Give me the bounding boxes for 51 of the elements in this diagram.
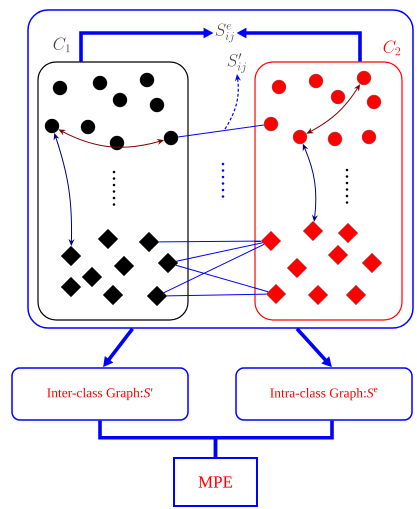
graph-box: Inter-class Graph:S′ [11,367,189,421]
connector-line [166,294,266,296]
diamond-marker [286,258,308,278]
graph-box: Intra-class Graph:S$^{e}$ [235,367,413,421]
dot-marker [272,80,286,94]
formula-label: $S^{e}_{ij}$ [216,23,234,42]
dot-marker [264,116,278,132]
panel-box [27,9,414,329]
dot-marker [328,132,342,146]
formula-label: $S'_{ij}$ [228,53,246,73]
diamond-marker [302,220,324,242]
connector-line [178,124,264,138]
connector-line [158,240,262,242]
connector-line [163,244,265,294]
diamond-marker [102,284,124,306]
dot-marker [366,94,382,110]
dot-marker [80,120,96,134]
cluster-label: $C_2$ [384,40,400,56]
dot-marker [110,136,124,150]
diamond-marker [158,252,178,274]
dot-marker [330,90,346,104]
dot-marker [140,72,154,88]
diamond-marker [82,266,102,288]
diamond-marker [328,244,348,266]
diamond-marker [98,228,118,250]
connector-line [176,242,264,262]
diamond-marker [138,232,160,252]
dot-marker [52,80,68,96]
dot-marker [308,74,324,88]
dot-marker [164,130,178,146]
dot-marker [362,130,376,144]
diamond-marker [308,284,328,306]
diamond-marker [60,276,82,298]
diamond-marker [260,230,282,252]
diamond-marker [338,222,358,244]
diamond-marker [346,284,366,306]
dot-marker [150,98,164,112]
dot-marker [92,76,108,90]
diamond-marker [114,256,134,276]
dot-marker [356,70,372,86]
method-box: MPE [173,457,258,507]
diamond-marker [266,284,286,304]
dot-marker [292,130,308,144]
diamond-marker [60,246,82,266]
connector-line [175,264,269,292]
dot-marker [44,118,60,134]
diamond-marker [362,252,382,274]
cluster-label: $C_1$ [54,37,70,52]
connector-line [214,420,334,457]
diamond-marker [146,286,168,306]
dot-marker [112,92,128,108]
